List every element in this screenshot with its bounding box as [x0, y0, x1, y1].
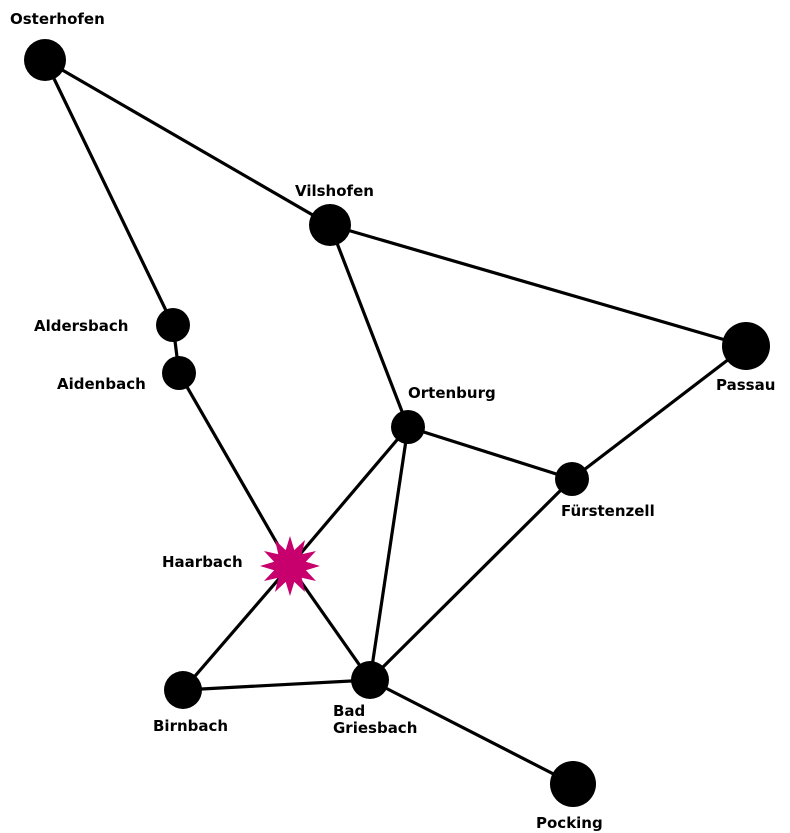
- town-label-aidenbach: Aidenbach: [57, 375, 146, 393]
- town-label-pocking: Pocking: [536, 814, 603, 832]
- road-ortenburg-haarbach: [288, 425, 410, 568]
- town-dot-bad-griesbach: [351, 661, 389, 699]
- star-icon: [260, 536, 320, 596]
- town-dot-birnbach: [164, 671, 202, 709]
- town-label-osterhofen: Osterhofen: [10, 10, 105, 28]
- town-label-vilshofen: Vilshofen: [295, 182, 374, 200]
- road-fuerstenzell-bad-griesbach: [368, 477, 574, 682]
- town-dot-pocking: [550, 761, 596, 807]
- town-dot-passau: [722, 322, 770, 370]
- road-vilshofen-ortenburg: [328, 223, 410, 429]
- road-passau-fuerstenzell: [570, 344, 748, 481]
- road-bad-griesbach-pocking: [368, 678, 575, 786]
- road-osterhofen-aldersbach: [43, 58, 175, 327]
- roads-layer: [43, 58, 748, 786]
- town-label-bad-griesbach: Bad: [333, 702, 365, 720]
- town-label-fuerstenzell: Fürstenzell: [561, 502, 655, 520]
- town-label-ortenburg: Ortenburg: [408, 384, 496, 402]
- town-dot-aidenbach: [162, 356, 196, 390]
- road-osterhofen-vilshofen: [43, 58, 332, 227]
- road-vilshofen-passau: [328, 223, 748, 348]
- town-label-haarbach: Haarbach: [162, 553, 243, 571]
- road-aidenbach-haarbach: [177, 371, 292, 568]
- town-label-passau: Passau: [716, 376, 775, 394]
- town-label-bad-griesbach-line2: Griesbach: [333, 719, 417, 737]
- towns-layer: [24, 39, 770, 807]
- town-dot-vilshofen: [309, 204, 351, 246]
- town-dot-ortenburg: [391, 410, 425, 444]
- town-dot-aldersbach: [156, 308, 190, 342]
- road-ortenburg-fuerstenzell: [406, 425, 574, 481]
- road-haarbach-birnbach: [181, 564, 292, 692]
- town-label-birnbach: Birnbach: [153, 717, 228, 735]
- town-label-aldersbach: Aldersbach: [34, 317, 128, 335]
- road-birnbach-bad-griesbach: [181, 678, 372, 692]
- town-dot-fuerstenzell: [555, 462, 589, 496]
- town-dot-osterhofen: [24, 39, 66, 81]
- road-ortenburg-bad-griesbach: [368, 425, 410, 682]
